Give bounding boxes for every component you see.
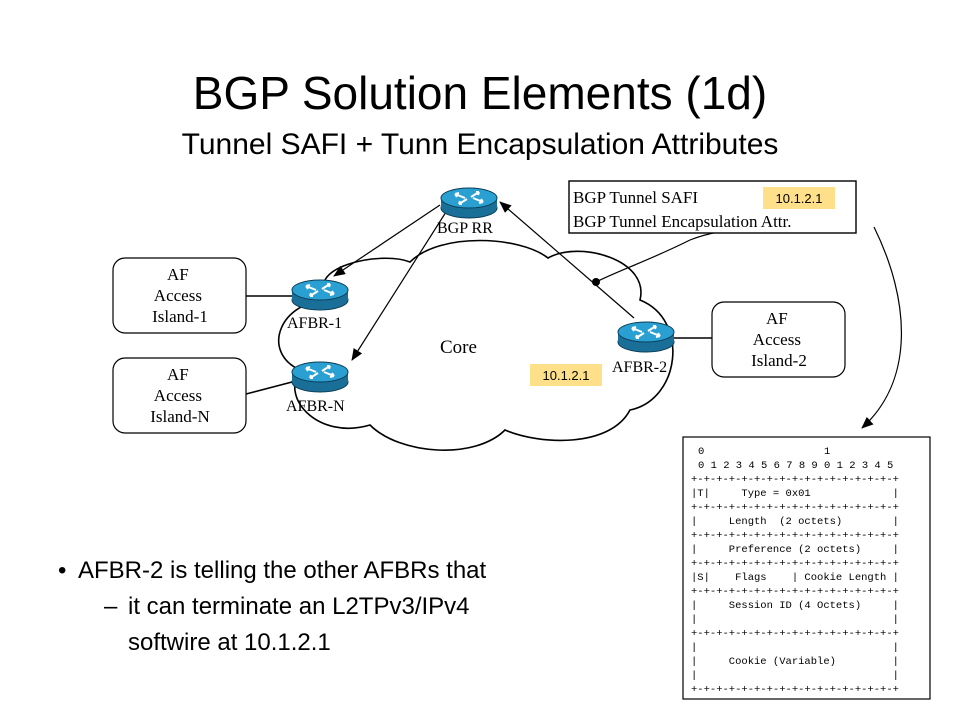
island-n-label-1: AF xyxy=(167,365,189,384)
packet-ruler-top: 0 1 xyxy=(698,446,830,458)
packet-line: | | xyxy=(691,614,899,626)
island-1-label-1: AF xyxy=(167,265,189,284)
packet-line: |T| Type = 0x01 | xyxy=(691,488,899,500)
legend-address-tag xyxy=(763,187,835,209)
island-1-label-3: Island-1 xyxy=(152,307,208,326)
packet-ruler-bottom: 0 1 2 3 4 5 6 7 8 9 0 1 2 3 4 5 xyxy=(698,460,893,472)
island-n-label-3: Island-N xyxy=(150,407,209,426)
packet-line: | Session ID (4 Octets) | xyxy=(691,600,899,612)
packet-line: +-+-+-+-+-+-+-+-+-+-+-+-+-+-+-+-+ xyxy=(691,502,899,514)
svg-text:BGP Tunnel SAFI BGP Tunnel: BGP Tunnel SAFI BGP Tunnel Encapsulation… xyxy=(573,188,792,231)
packet-format-text: 0 1 0 1 2 3 4 5 6 7 8 9 0 1 2 3 4 5 +-+-… xyxy=(691,446,899,696)
packet-line: +-+-+-+-+-+-+-+-+-+-+-+-+-+-+-+-+ xyxy=(691,558,899,570)
bullet-sub: – it can terminate an L2TPv3/IPv4 softwi… xyxy=(58,589,486,661)
packet-format-box xyxy=(682,436,931,700)
bullet-sub-line-2: softwire at 10.1.2.1 xyxy=(128,629,331,656)
afbr2-address-tag-text: 10.1.2.1 xyxy=(543,368,590,383)
afbr-n-label: AFBR-N xyxy=(286,398,345,415)
packet-line: +-+-+-+-+-+-+-+-+-+-+-+-+-+-+-+-+ xyxy=(691,586,899,598)
packet-line: +-+-+-+-+-+-+-+-+-+-+-+-+-+-+-+-+ xyxy=(691,530,899,542)
packet-line: | Length (2 octets) | xyxy=(691,516,899,528)
bullet-main: • AFBR-2 is telling the other AFBRs that xyxy=(58,553,486,589)
bgp-rr-router-icon xyxy=(440,187,498,219)
island-n-box xyxy=(112,357,247,434)
svg-text:AF Access Island-1: AF Access Island-1 xyxy=(152,265,208,326)
dash-icon: – xyxy=(104,593,118,620)
core-label: Core xyxy=(440,337,477,358)
island-n-label-2: Access xyxy=(154,386,202,405)
packet-line: | Cookie (Variable) | xyxy=(691,656,899,668)
afbr-1-router-icon xyxy=(291,279,349,311)
bullet-main-text: AFBR-2 is telling the other AFBRs that xyxy=(78,557,487,584)
afbr-1-label: AFBR-1 xyxy=(287,315,342,332)
bullet-sub-line-1: it can terminate an L2TPv3/IPv4 xyxy=(128,593,470,620)
svg-text:AF Access Island-N: AF Access Island-N xyxy=(150,365,209,426)
bullet-list: • AFBR-2 is telling the other AFBRs that… xyxy=(58,553,486,661)
afbr-2-label: AFBR-2 xyxy=(612,359,667,376)
packet-line: | Preference (2 octets) | xyxy=(691,544,899,556)
legend-line-2: BGP Tunnel Encapsulation Attr. xyxy=(573,212,792,231)
legend-line-1: BGP Tunnel SAFI xyxy=(573,188,698,207)
afbr-2-router-icon xyxy=(617,321,675,353)
bgp-rr-label: BGP RR xyxy=(437,220,493,237)
slide-title: BGP Solution Elements (1d) xyxy=(192,67,768,119)
island-2-box xyxy=(711,301,846,378)
core-cloud xyxy=(277,239,674,451)
packet-line: | | xyxy=(691,670,899,682)
packet-line: +-+-+-+-+-+-+-+-+-+-+-+-+-+-+-+-+ xyxy=(691,474,899,486)
packet-line: |S| Flags | Cookie Length | xyxy=(691,572,899,584)
afbr2-address-tag xyxy=(530,364,602,386)
legend-address-tag-text: 10.1.2.1 xyxy=(776,191,823,206)
island-2-label-3: Island-2 xyxy=(751,351,807,370)
slide-subtitle: Tunnel SAFI + Tunn Encapsulation Attribu… xyxy=(181,128,779,161)
svg-text:AF Access Island-2: AF Access Island-2 xyxy=(751,309,807,370)
bullet-dot-icon: • xyxy=(58,557,67,584)
packet-line: +-+-+-+-+-+-+-+-+-+-+-+-+-+-+-+-+ xyxy=(691,628,899,640)
afbr-n-router-icon xyxy=(291,361,349,393)
island-2-label-1: AF xyxy=(766,309,788,328)
packet-line: +-+-+-+-+-+-+-+-+-+-+-+-+-+-+-+-+ xyxy=(691,684,899,696)
island-2-label-2: Access xyxy=(753,330,801,349)
island-1-label-2: Access xyxy=(154,286,202,305)
packet-line: | | xyxy=(691,642,899,654)
